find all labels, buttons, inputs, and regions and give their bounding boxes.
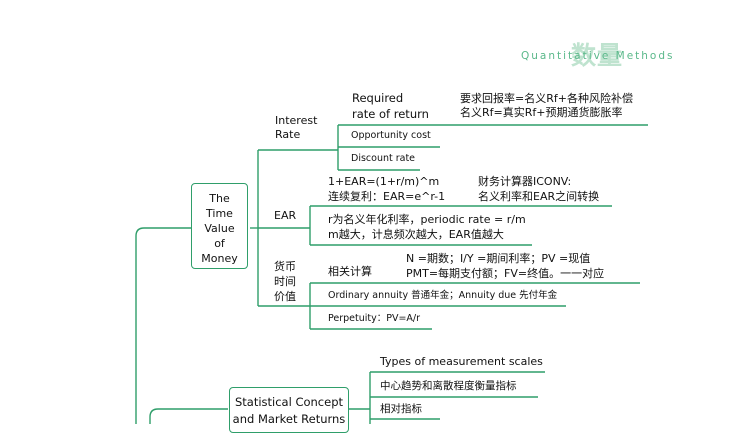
connector-lines: [135, 124, 648, 424]
stats-line-1: Statistical Concept: [234, 395, 344, 409]
calc-notes: N =期数；I/Y =期间利率；PV =现值 PMT=每期支付额；FV=终值。一…: [406, 251, 604, 281]
tvm-line-4: of: [214, 237, 225, 250]
node-ear[interactable]: EAR: [274, 209, 297, 222]
stats-line-2: and Market Returns: [232, 412, 346, 426]
stats-connector: [149, 408, 228, 424]
money-tvm-line-2: 时间: [274, 275, 296, 288]
node-annuity[interactable]: Ordinary annuity 普通年金；Annuity due 先付年金: [328, 290, 558, 301]
tvm-line-1: The: [209, 192, 230, 205]
required-line-1: Required: [352, 91, 404, 105]
required-line-2: rate of return: [352, 107, 429, 121]
ear-calc-line-1: 财务计算器ICONV:: [478, 175, 572, 188]
node-related-calc[interactable]: 相关计算: [328, 265, 372, 278]
tvm-line-3: Value: [204, 222, 235, 235]
node-discount-rate[interactable]: Discount rate: [351, 153, 416, 164]
money-tvm-line-1: 货币: [274, 260, 296, 273]
node-perpetuity[interactable]: Perpetuity：PV=A/r: [328, 313, 421, 324]
brand-subtitle-en: Quantitative Methods: [521, 50, 675, 62]
ear-formula: 1+EAR=(1+r/m)^m 连续复利：EAR=e^r-1: [328, 174, 445, 204]
node-money-time-value[interactable]: 货币 时间 价值: [274, 259, 296, 304]
node-statistical-concept[interactable]: Statistical Concept and Market Returns: [229, 387, 349, 433]
interest-rate-line-2: Rate: [275, 127, 301, 141]
money-tvm-line-3: 价值: [274, 290, 296, 303]
required-note-line-2: 名义Rf=真实Rf+预期通货膨胀率: [460, 106, 623, 119]
calc-note-line-1: N =期数；I/Y =期间利率；PV =现值: [406, 252, 591, 265]
tvm-line-5: Money: [201, 252, 238, 265]
node-interest-rate[interactable]: Interest Rate: [275, 114, 317, 142]
required-rate-note: 要求回报率=名义Rf+各种风险补偿 名义Rf=真实Rf+预期通货膨胀率: [460, 92, 633, 120]
trunk-connector: [135, 227, 191, 424]
node-measurement-scales[interactable]: Types of measurement scales: [380, 355, 543, 368]
ear-calc-line-2: 名义利率和EAR之间转换: [478, 190, 600, 203]
ear-formula-line-2: 连续复利：EAR=e^r-1: [328, 190, 446, 203]
node-relative-metrics[interactable]: 相对指标: [380, 403, 422, 415]
ear-note: r为名义年化利率，periodic rate = r/m m越大，计息频次越大，…: [328, 212, 526, 242]
ear-note-line-2: m越大，计息频次越大，EAR值越大: [328, 228, 504, 241]
node-time-value-of-money[interactable]: The Time Value of Money: [191, 183, 248, 269]
calc-note-line-2: PMT=每期支付额；FV=终值。一一对应: [406, 267, 605, 280]
mindmap-canvas: 数量 Quantitative Methods The Time Value o…: [135, 41, 675, 433]
node-required-rate[interactable]: Required rate of return: [352, 90, 429, 122]
ear-note-line-1: r为名义年化利率，periodic rate = r/m: [328, 213, 526, 226]
tvm-line-2: Time: [206, 207, 233, 220]
interest-rate-line-1: Interest: [275, 114, 318, 127]
brand-title-cn: 数量: [571, 41, 624, 70]
ear-formula-line-1: 1+EAR=(1+r/m)^m: [328, 175, 440, 188]
ear-calculator-note: 财务计算器ICONV: 名义利率和EAR之间转换: [478, 174, 599, 204]
required-note-line-1: 要求回报率=名义Rf+各种风险补偿: [460, 92, 633, 105]
node-central-tendency[interactable]: 中心趋势和离散程度衡量指标: [380, 380, 517, 392]
node-opportunity-cost[interactable]: Opportunity cost: [351, 130, 431, 141]
